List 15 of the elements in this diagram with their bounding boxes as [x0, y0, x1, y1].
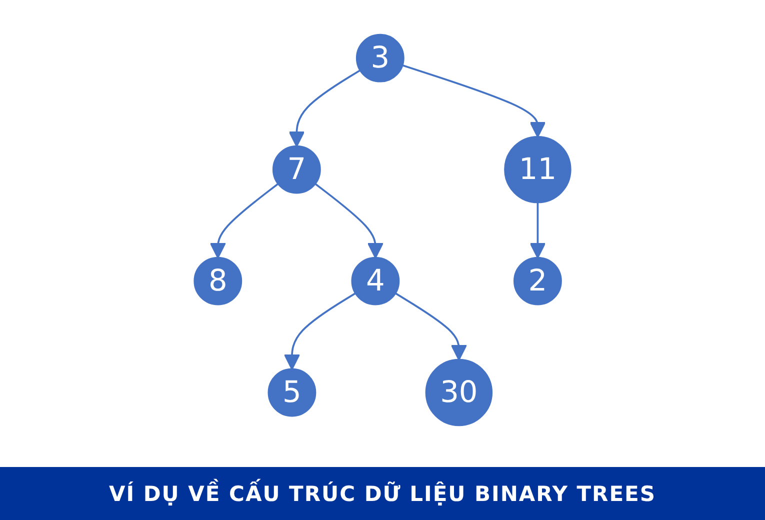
node-circle: 8: [194, 256, 242, 306]
arrow: [394, 292, 468, 361]
node-circle: 5: [268, 368, 316, 417]
node-circle: 7: [272, 145, 321, 194]
node-circle: 30: [425, 358, 493, 426]
node-circle: 2: [513, 256, 562, 306]
arrow: [210, 183, 279, 258]
arrow: [402, 64, 546, 138]
node-circle: 4: [351, 256, 400, 306]
arrow: [284, 292, 356, 370]
node-circle: 3: [356, 34, 404, 82]
arrow: [530, 202, 546, 258]
arrow: [288, 69, 361, 147]
arrow: [314, 183, 384, 258]
node-circle: 11: [504, 136, 572, 204]
